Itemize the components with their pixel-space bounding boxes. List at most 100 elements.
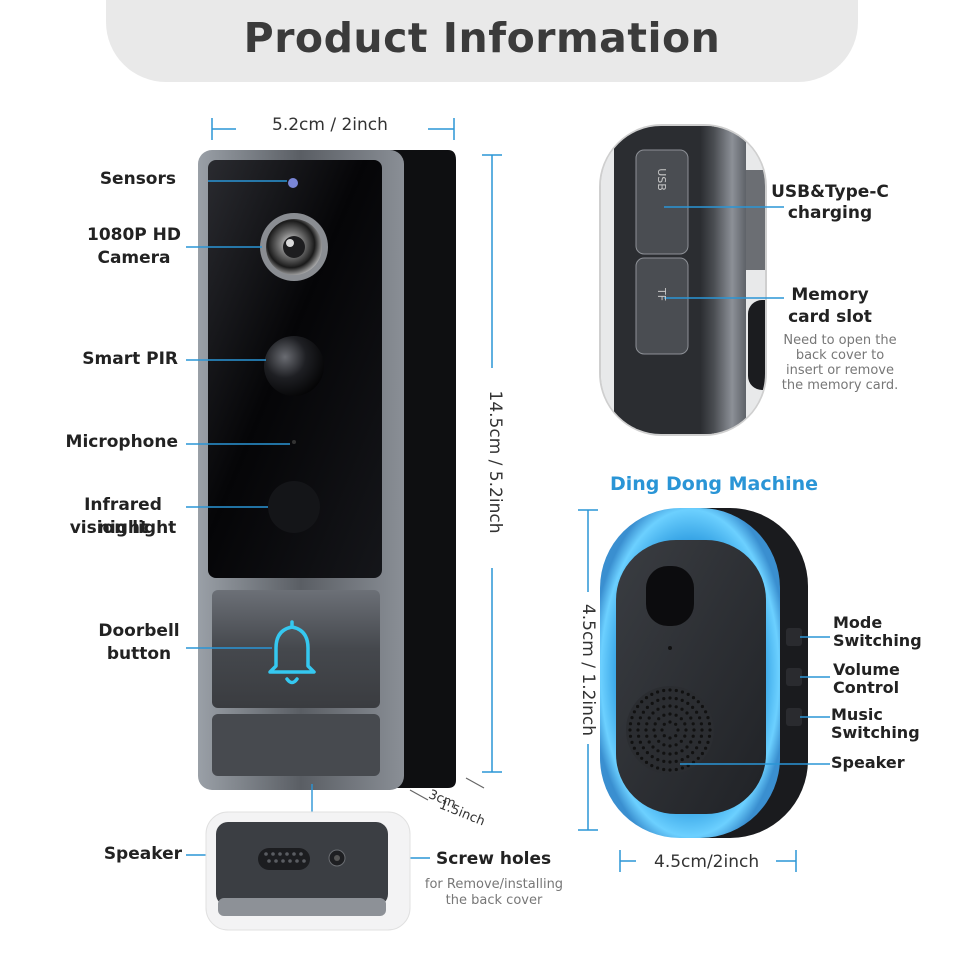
speaker-hole [680,698,684,703]
speaker-hole [641,746,646,750]
chime-leaders [680,636,830,765]
usb-port-cover [635,149,689,255]
speaker-hole [674,743,678,747]
speaker-hole [691,722,695,726]
memory-note-line1: Need to open the [783,333,897,348]
speaker-hole [689,716,693,720]
speaker-hole [684,728,688,732]
speaker-hole [637,722,641,726]
speaker-hole [699,734,704,738]
memory-note-line2: back cover to [795,348,885,363]
label-mode-line2: Switching [833,631,922,650]
speaker-hole [656,707,660,711]
speaker-hole [685,711,689,715]
speaker-hole [679,739,683,743]
depth-dimension [409,777,485,801]
chime-height-label: 4.5cm / 1.2inch [578,603,598,737]
speaker-hole [632,710,637,714]
speaker-hole [650,692,654,697]
speaker-grille [258,848,310,870]
label-sensors: Sensors [99,169,176,189]
screw-note-line1: for Remove/installing [424,877,564,892]
speaker-hole [680,690,685,694]
volume-button [786,668,802,686]
speaker-hole [645,751,650,755]
speaker-hole [706,740,710,745]
speaker-hole [695,746,699,750]
speaker-hole [691,705,695,710]
speaker-hole [668,736,672,740]
speaker-hole [652,728,656,732]
speaker-hole [679,717,683,721]
speaker-hole [698,716,702,720]
chime-dimensions [578,509,797,872]
speaker-hole [668,696,672,700]
speaker-hole [645,734,649,738]
speaker-hole [686,755,690,759]
speaker-hole [680,758,684,762]
speaker-hole [691,751,695,755]
label-music-line1: Music [831,705,883,724]
label-memory-line2: card slot [788,307,872,327]
label-infrared-line2: vision light [69,518,177,538]
speaker-hole [662,688,666,693]
speaker-hole [636,704,640,709]
speaker-hole [656,698,660,703]
speaker-hole [662,743,666,747]
screw-note-line2: the back cover [445,893,543,908]
height-label: 14.5cm / 5.2inch [485,390,505,534]
speaker-hole [630,716,634,720]
music-button [786,708,802,726]
label-camera-line2: Camera [97,248,171,268]
label-memory-line1: Memory [791,285,869,305]
speaker-hole [640,756,644,760]
speaker-hole [691,696,696,700]
speaker-hole [668,704,672,708]
speaker-hole [662,751,666,755]
label-camera-line1: 1080P HD [86,225,182,245]
speaker-hole [650,764,654,768]
sensor-dot [288,178,298,188]
speaker-hole [662,713,666,717]
speaker-hole [680,749,684,753]
label-music-line2: Switching [831,723,920,742]
speaker-hole [632,746,637,750]
speaker-hole [674,734,678,738]
speaker-hole [656,749,660,753]
speaker-hole [674,705,678,709]
speaker-hole [653,734,657,738]
side-view [599,124,767,436]
page-title: Product Information [243,14,721,62]
label-screw-holes: Screw holes [436,849,552,869]
speaker-hole [708,728,712,732]
speaker-hole [647,716,651,720]
speaker-hole [644,696,649,700]
speaker-hole [662,697,666,701]
label-doorbell-button-line2: button [106,644,172,664]
speaker-hole [696,756,700,760]
label-smart-pir: Smart PIR [82,349,178,369]
speaker-hole [683,734,687,738]
speaker-hole [657,739,661,743]
speaker-hole [628,722,633,726]
speaker-hole [668,712,672,716]
speaker-hole [662,722,666,726]
pir-sensor [264,336,324,396]
label-microphone: Microphone [65,432,178,452]
speaker-hole [668,744,672,748]
speaker-hole [707,722,712,726]
label-usb-line2: charging [787,203,873,223]
width-dimension [211,118,455,140]
speaker-hole [630,740,634,745]
speaker-hole [641,710,646,714]
speaker-hole [706,716,710,720]
speaker-hole [636,728,640,732]
chime-speaker-holes [628,688,712,772]
speaker-hole [674,688,678,693]
chime-title: Ding Dong Machine [610,473,819,495]
mode-button [786,628,802,646]
label-usb-line1: USB&Type-C [771,182,889,202]
speaker-hole [644,760,649,765]
speaker-hole [668,688,672,692]
